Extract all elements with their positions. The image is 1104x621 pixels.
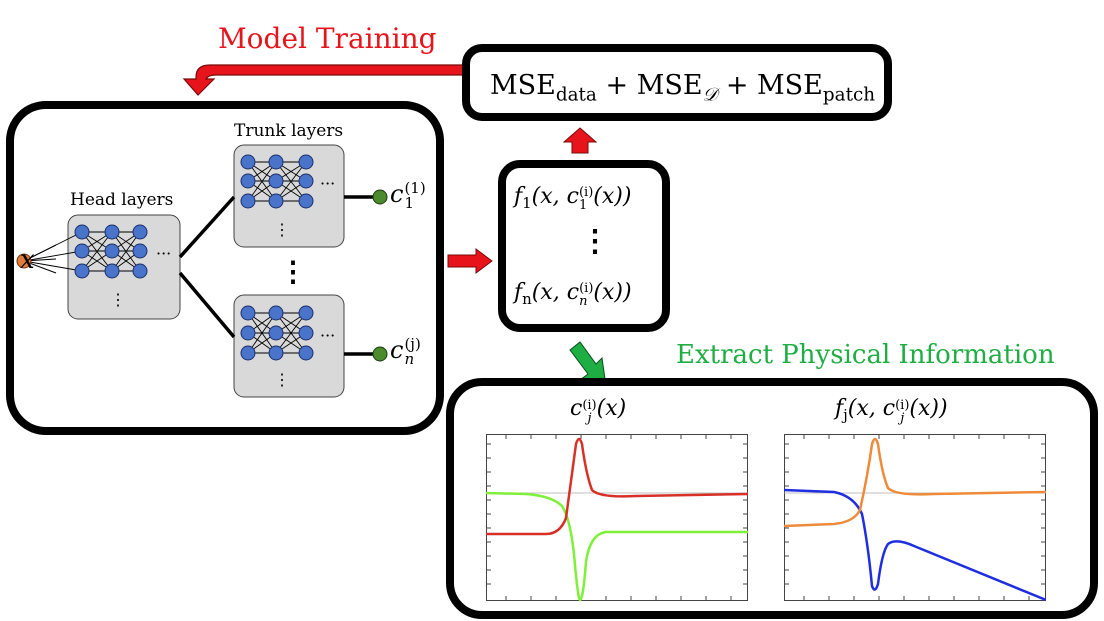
trunk-panel-bottom: [233, 294, 345, 398]
f1-expression: f1(x, c(i)1(x)): [514, 184, 632, 213]
loss-box: MSEdata + MSE𝒟 + MSEpatch: [462, 44, 892, 121]
output-node-c1: [372, 189, 388, 205]
output-cn-label: c(j)n: [390, 335, 421, 368]
fn-expression: fn(x, c(i)n(x)): [514, 280, 632, 309]
svg-text:⋮: ⋮: [279, 255, 307, 288]
svg-text:···: ···: [320, 326, 335, 345]
left-plot: [486, 434, 748, 602]
output-node-cn: [372, 346, 388, 362]
right-plot-title: fj(x, c(i)j(x)): [835, 396, 948, 426]
right-plot: [784, 434, 1046, 602]
function-dots: ⋮: [580, 224, 610, 259]
trunk-layers-label: Trunk layers: [234, 121, 344, 141]
up-arrow: [562, 127, 598, 154]
svg-text:···: ···: [156, 244, 171, 263]
extract-arrow: [569, 341, 607, 387]
left-plot-ticks: [486, 434, 748, 601]
loss-expression: MSEdata + MSE𝒟 + MSEpatch: [490, 70, 876, 106]
input-x-label: x: [20, 245, 35, 275]
output-c1-label: c(1)1: [390, 179, 426, 212]
network-diagram: ··· ⋮ ··· ⋮ ··· ⋮ ⋮: [16, 144, 388, 398]
svg-text:⋮: ⋮: [274, 220, 290, 239]
right-plot-curve-orange: [784, 437, 1046, 528]
extract-info-label: Extract Physical Information: [676, 340, 1055, 370]
svg-text:⋮: ⋮: [110, 290, 126, 309]
left-plot-curve-red: [486, 437, 748, 536]
right-plot-ticks: [784, 434, 1046, 601]
head-layers-label: Head layers: [70, 190, 174, 210]
left-plot-title: c(i)j(x): [570, 396, 627, 426]
right-arrow: [447, 248, 493, 274]
left-plot-curve-lime: [486, 491, 748, 602]
svg-text:···: ···: [320, 174, 335, 193]
model-training-label: Model Training: [218, 22, 437, 55]
input-node: [16, 253, 32, 269]
svg-text:⋮: ⋮: [274, 370, 290, 389]
function-box: f1(x, c(i)1(x)) ⋮ fn(x, c(i)n(x)): [498, 160, 670, 332]
model-training-arrow: [182, 64, 469, 96]
